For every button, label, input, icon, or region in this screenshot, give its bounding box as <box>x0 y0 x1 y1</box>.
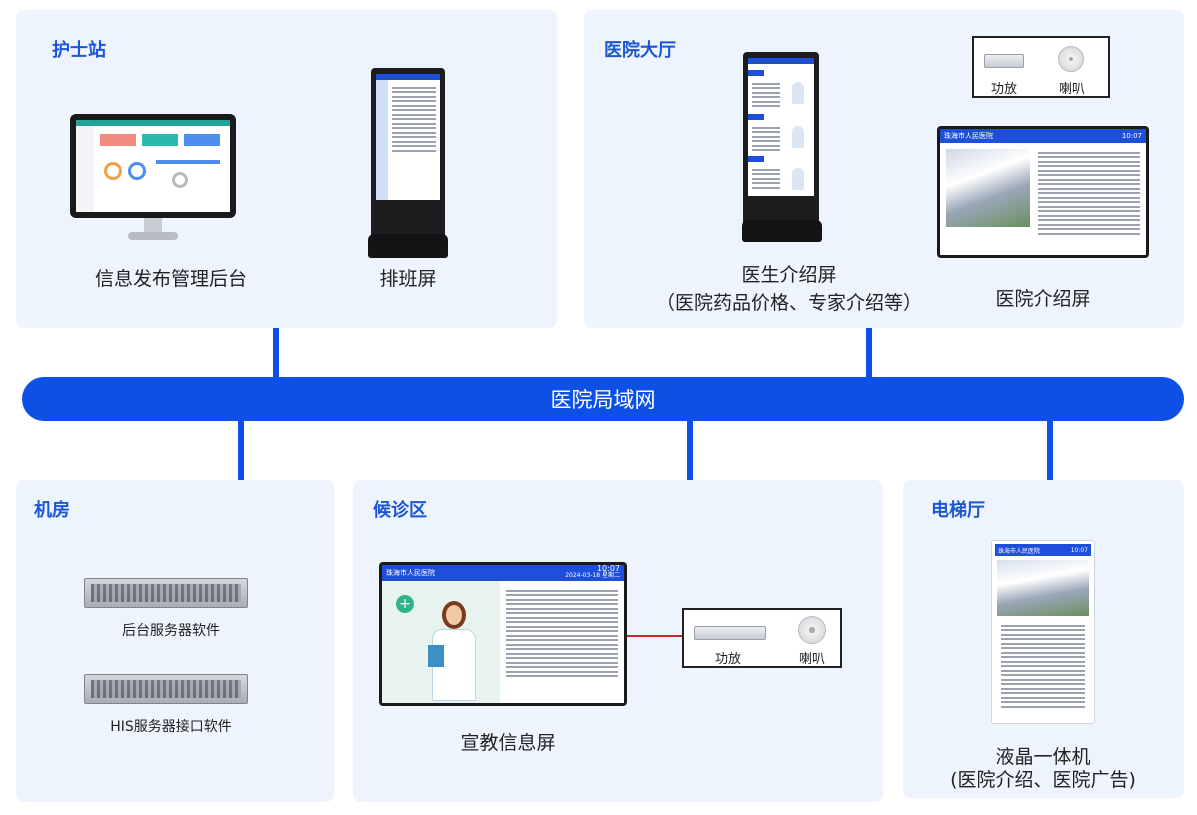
panel-nurse-station: 护士站 信息发布管理后台 <box>16 10 557 328</box>
plus-icon: + <box>396 595 414 613</box>
server-label-backend: 后台服务器软件 <box>122 623 220 639</box>
waiting-audio-box: 功放 喇叭 <box>682 608 842 668</box>
panel-title: 医院大厅 <box>604 40 676 61</box>
panel-title: 候诊区 <box>373 500 427 521</box>
panel-lobby: 医院大厅 医生介绍屏 （医院药品价格、专家介绍等） 功放 喇叭 珠海市人民医院 <box>584 10 1184 328</box>
lan-bus: 医院局域网 <box>22 377 1184 421</box>
panel-title: 机房 <box>34 500 70 521</box>
schedule-caption: 排班屏 <box>379 268 437 290</box>
connector-nurse <box>273 328 279 377</box>
speaker-label: 喇叭 <box>798 652 825 667</box>
panel-title: 护士站 <box>52 40 106 61</box>
connector-lobby <box>866 328 872 377</box>
intro-screen: 珠海市人民医院 10:07 <box>937 126 1149 258</box>
lobby-audio-box: 功放 喇叭 <box>972 36 1110 98</box>
amplifier-label: 功放 <box>990 82 1017 97</box>
screen-time: 10:07 <box>596 565 620 573</box>
amplifier-icon <box>694 626 766 640</box>
education-caption: 宣教信息屏 <box>460 732 556 754</box>
lcd-all-in-one: 珠海市人民医院 10:07 <box>991 540 1095 724</box>
screen-title: 珠海市人民医院 <box>386 569 435 577</box>
screen-time: 10:07 <box>1121 132 1142 140</box>
amplifier-label: 功放 <box>714 652 741 667</box>
panel-elevator-hall: 电梯厅 珠海市人民医院 10:07 液晶一体机 (医院介绍、医院广告) <box>903 480 1184 798</box>
panel-title: 电梯厅 <box>931 500 985 521</box>
server-label-his: HIS服务器接口软件 <box>110 719 232 735</box>
lan-label: 医院局域网 <box>550 388 656 412</box>
education-screen: 珠海市人民医院 10:07 2024-03-18 星期二 + <box>379 562 627 706</box>
speaker-label: 喇叭 <box>1058 82 1085 97</box>
intro-caption: 医院介绍屏 <box>995 288 1091 310</box>
audio-link <box>627 635 682 637</box>
nurse-figure <box>428 601 480 701</box>
server-icon <box>84 674 248 704</box>
speaker-icon <box>798 616 826 644</box>
management-caption: 信息发布管理后台 <box>94 268 247 290</box>
lcd-caption-line2: (医院介绍、医院广告) <box>950 769 1136 791</box>
panel-waiting-area: 候诊区 珠海市人民医院 10:07 2024-03-18 星期二 + <box>353 480 883 802</box>
screen-time: 10:07 <box>1070 546 1088 554</box>
lcd-caption-line1: 液晶一体机 <box>995 746 1091 768</box>
amplifier-icon <box>984 54 1024 68</box>
connector-waiting <box>687 421 693 484</box>
screen-title: 珠海市人民医院 <box>998 547 1041 555</box>
panel-server-room: 机房 后台服务器软件 HIS服务器接口软件 <box>16 480 334 802</box>
speaker-icon <box>1058 46 1084 72</box>
doctor-caption-line2: （医院药品价格、专家介绍等） <box>655 292 922 314</box>
connector-elevator <box>1047 421 1053 484</box>
screen-title: 珠海市人民医院 <box>944 132 993 140</box>
doctor-caption-line1: 医生介绍屏 <box>741 264 837 286</box>
connector-server <box>238 421 244 484</box>
screen-date: 2024-03-18 星期二 <box>565 572 620 579</box>
server-icon <box>84 578 248 608</box>
management-monitor <box>70 114 236 242</box>
